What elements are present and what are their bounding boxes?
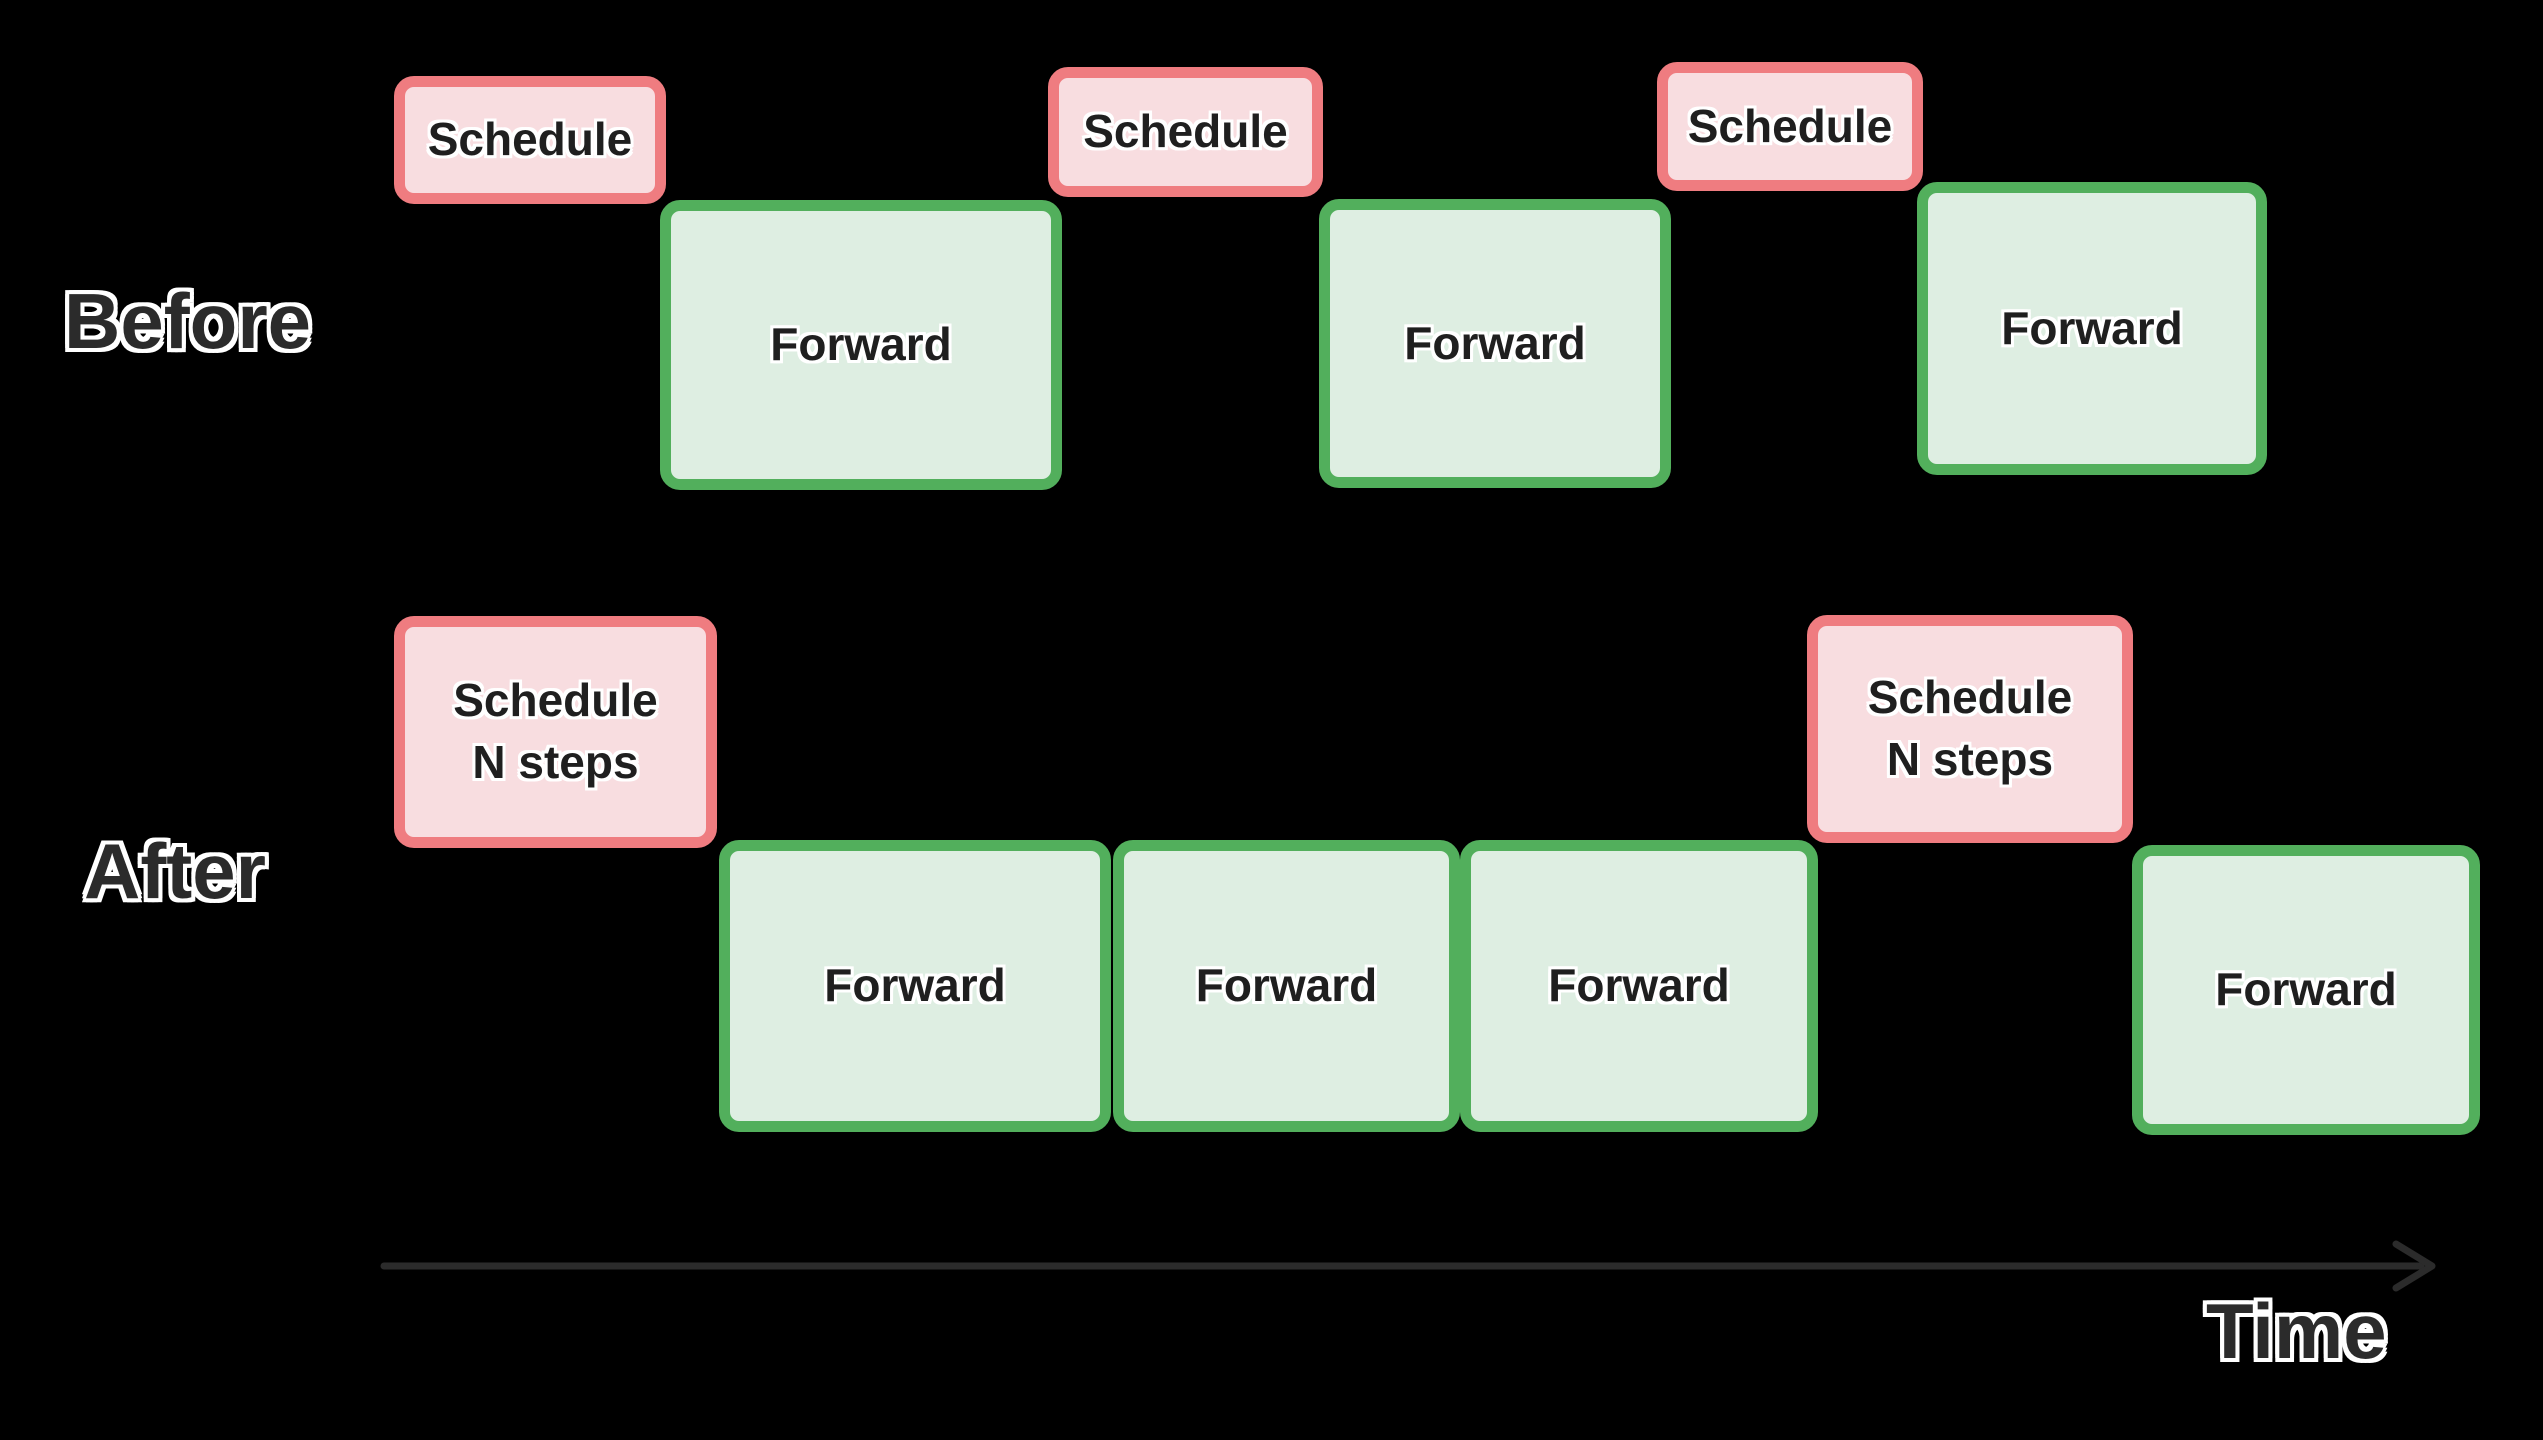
forward-box: Forward [1113,840,1460,1132]
schedule-box-label: Schedule [1083,105,1288,158]
forward-box-label: Forward [770,318,952,371]
forward-box: Forward [660,200,1062,490]
schedule-box-label: Schedule [1687,99,1893,152]
row-label-after: After [84,827,267,915]
schedule-n-steps-box: Schedule N steps [394,616,717,848]
time-axis-arrowhead [2392,1240,2436,1292]
forward-box-label: Forward [2215,963,2397,1016]
forward-box: Forward [719,840,1111,1132]
schedule-n-steps-label: Schedule N steps [453,670,658,793]
forward-box: Forward [1460,840,1818,1132]
forward-box-label: Forward [824,959,1006,1012]
forward-box: Forward [1319,199,1671,488]
forward-box: Forward [2132,845,2480,1135]
schedule-n-steps-box: Schedule N steps [1807,615,2133,843]
forward-box-label: Forward [1548,959,1730,1012]
schedule-box: Schedule [1657,62,1923,191]
schedule-n-steps-label: Schedule N steps [1868,667,2073,790]
schedule-box: Schedule [394,76,666,204]
time-axis-arrow-icon [380,1240,2436,1292]
schedule-n-steps-line2: N steps [1886,733,2054,785]
forward-box-label: Forward [2001,301,2183,354]
row-label-before: Before [64,277,312,365]
forward-box: Forward [1917,182,2267,475]
schedule-n-steps-line1: Schedule [1867,671,2073,724]
schedule-n-steps-line2: N steps [472,736,639,788]
schedule-box-label: Schedule [427,113,633,166]
schedule-box: Schedule [1048,67,1323,197]
schedule-n-steps-line1: Schedule [453,674,658,727]
forward-box-label: Forward [1195,959,1378,1012]
forward-box-label: Forward [1404,316,1586,369]
time-axis-label: Time [2206,1287,2387,1375]
